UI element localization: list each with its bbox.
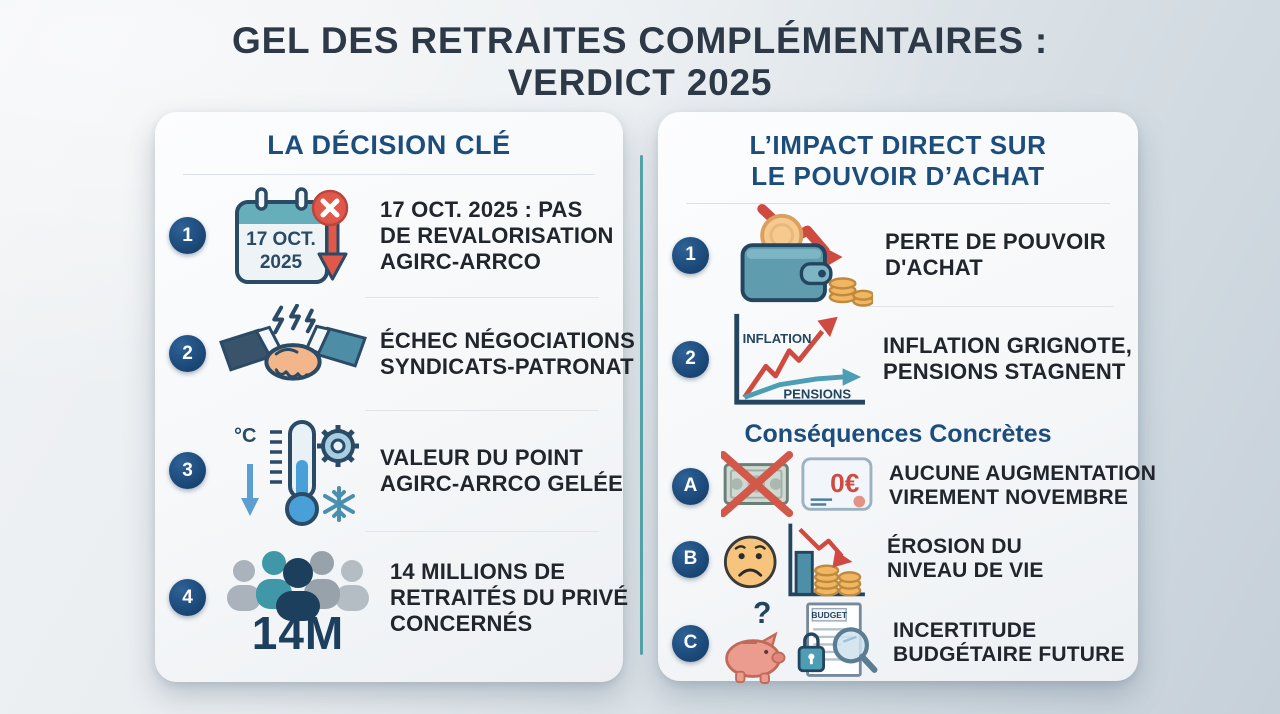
letter-badge-c: C <box>672 624 709 662</box>
row-separator <box>365 409 599 411</box>
consequences-subheader: Conséquences Concrètes <box>744 420 1052 449</box>
page-title-line2: VERDICT 2025 <box>507 62 773 104</box>
left-header-rule <box>183 173 595 175</box>
crowd-14m-icon: 14M <box>218 541 378 655</box>
handshake-conflict-icon <box>218 303 368 404</box>
consequence-item-c: C ? BUDGET <box>658 598 1138 688</box>
impact-item-1-text: PERTE DE POUVOIR D'ACHAT <box>885 229 1106 281</box>
number-badge-1: 1 <box>169 217 206 255</box>
consequence-b-text: ÉROSION DU NIVEAU DE VIE <box>887 534 1044 583</box>
svg-text:14M: 14M <box>252 607 344 655</box>
svg-text:PENSIONS: PENSIONS <box>783 387 851 402</box>
calendar-cancelled-icon: 17 OCT. 2025 <box>218 182 368 290</box>
panel-divider-line <box>640 155 643 655</box>
svg-text:INFLATION: INFLATION <box>743 331 812 346</box>
right-panel-title: L’IMPACT DIRECT SUR LE POUVOIR D’ACHAT <box>658 112 1138 191</box>
letter-badge-b: B <box>672 540 709 578</box>
thermometer-frozen-icon: °C <box>218 416 368 526</box>
row-separator <box>868 306 1114 308</box>
consequence-a-text: AUCUNE AUGMENTATION VIREMENT NOVEMBRE <box>889 461 1157 510</box>
decision-item-1-text: 17 OCT. 2025 : PAS DE REVALORISATION AGI… <box>380 196 614 274</box>
page-title: GEL DES RETRAITES COMPLÉMENTAIRES : VERD… <box>0 20 1280 104</box>
number-badge-4: 4 <box>169 579 206 617</box>
decision-item-1: 1 17 OCT. 2025 17 OCT. 2025 : PAS <box>155 175 623 297</box>
consequence-item-a: A 0€ AUCUNE AUGMENTATION VIREMENT NOVEMB… <box>658 451 1156 521</box>
right-panel-title-line1: L’IMPACT DIRECT SUR <box>749 130 1047 160</box>
inflation-pensions-chart-icon: INFLATION PENSIONS <box>721 308 871 410</box>
decision-item-4: 4 14M 14 MILLIONS DE RETRAITÉS DU PRIVÉ … <box>155 532 628 664</box>
number-badge-2: 2 <box>672 340 709 378</box>
impact-item-2-text: INFLATION GRIGNOTE, PENSIONS STAGNENT <box>883 333 1133 385</box>
impact-item-2: 2 INFLATION PENSIONS INFLATION GRIGNOTE,… <box>658 307 1138 411</box>
page-title-line1: GEL DES RETRAITES COMPLÉMENTAIRES : <box>231 20 1049 61</box>
sad-face-declining-savings-icon <box>721 516 875 602</box>
right-header-rule <box>686 203 1110 205</box>
decision-item-2: 2 ÉCHEC NÉGOCIATIONS SYNDICATS-PATR <box>155 298 635 410</box>
impact-item-1: 1 PERTE DE POUVOI <box>658 203 1138 308</box>
svg-text:2025: 2025 <box>260 252 303 273</box>
no-money-zero-euro-icon: 0€ <box>721 451 877 521</box>
panel-impact-pouvoir-achat: L’IMPACT DIRECT SUR LE POUVOIR D’ACHAT 1 <box>658 112 1156 685</box>
number-badge-1: 1 <box>672 236 709 274</box>
right-panel-title-line2: LE POUVOIR D’ACHAT <box>751 160 1045 191</box>
svg-text:?: ? <box>753 598 771 630</box>
decision-item-3: 3 °C <box>155 411 623 531</box>
number-badge-3: 3 <box>169 452 206 490</box>
wallet-declining-icon <box>721 203 873 308</box>
piggy-bank-budget-uncertainty-icon: ? BUDGET <box>721 598 881 688</box>
decision-item-4-text: 14 MILLIONS DE RETRAITÉS DU PRIVÉ CONCER… <box>390 558 629 636</box>
letter-badge-a: A <box>672 467 709 505</box>
svg-text:°C: °C <box>234 425 256 447</box>
decision-item-2-text: ÉCHEC NÉGOCIATIONS SYNDICATS-PATRONAT <box>380 327 635 379</box>
consequence-item-b: B ÉR <box>658 520 1138 598</box>
left-panel-title: LA DÉCISION CLÉ <box>267 130 511 160</box>
svg-text:BUDGET: BUDGET <box>811 610 848 620</box>
row-separator <box>365 296 599 298</box>
decision-item-3-text: VALEUR DU POINT AGIRC-ARRCO GELÉE <box>380 444 623 496</box>
row-separator <box>365 530 599 532</box>
panel-decision-cle: LA DÉCISION CLÉ 1 17 OCT. 2025 <box>155 112 635 682</box>
svg-text:17 OCT.: 17 OCT. <box>246 229 316 250</box>
number-badge-2: 2 <box>169 335 206 373</box>
consequence-c-text: INCERTITUDE BUDGÉTAIRE FUTURE <box>893 618 1125 667</box>
svg-text:0€: 0€ <box>830 468 860 498</box>
